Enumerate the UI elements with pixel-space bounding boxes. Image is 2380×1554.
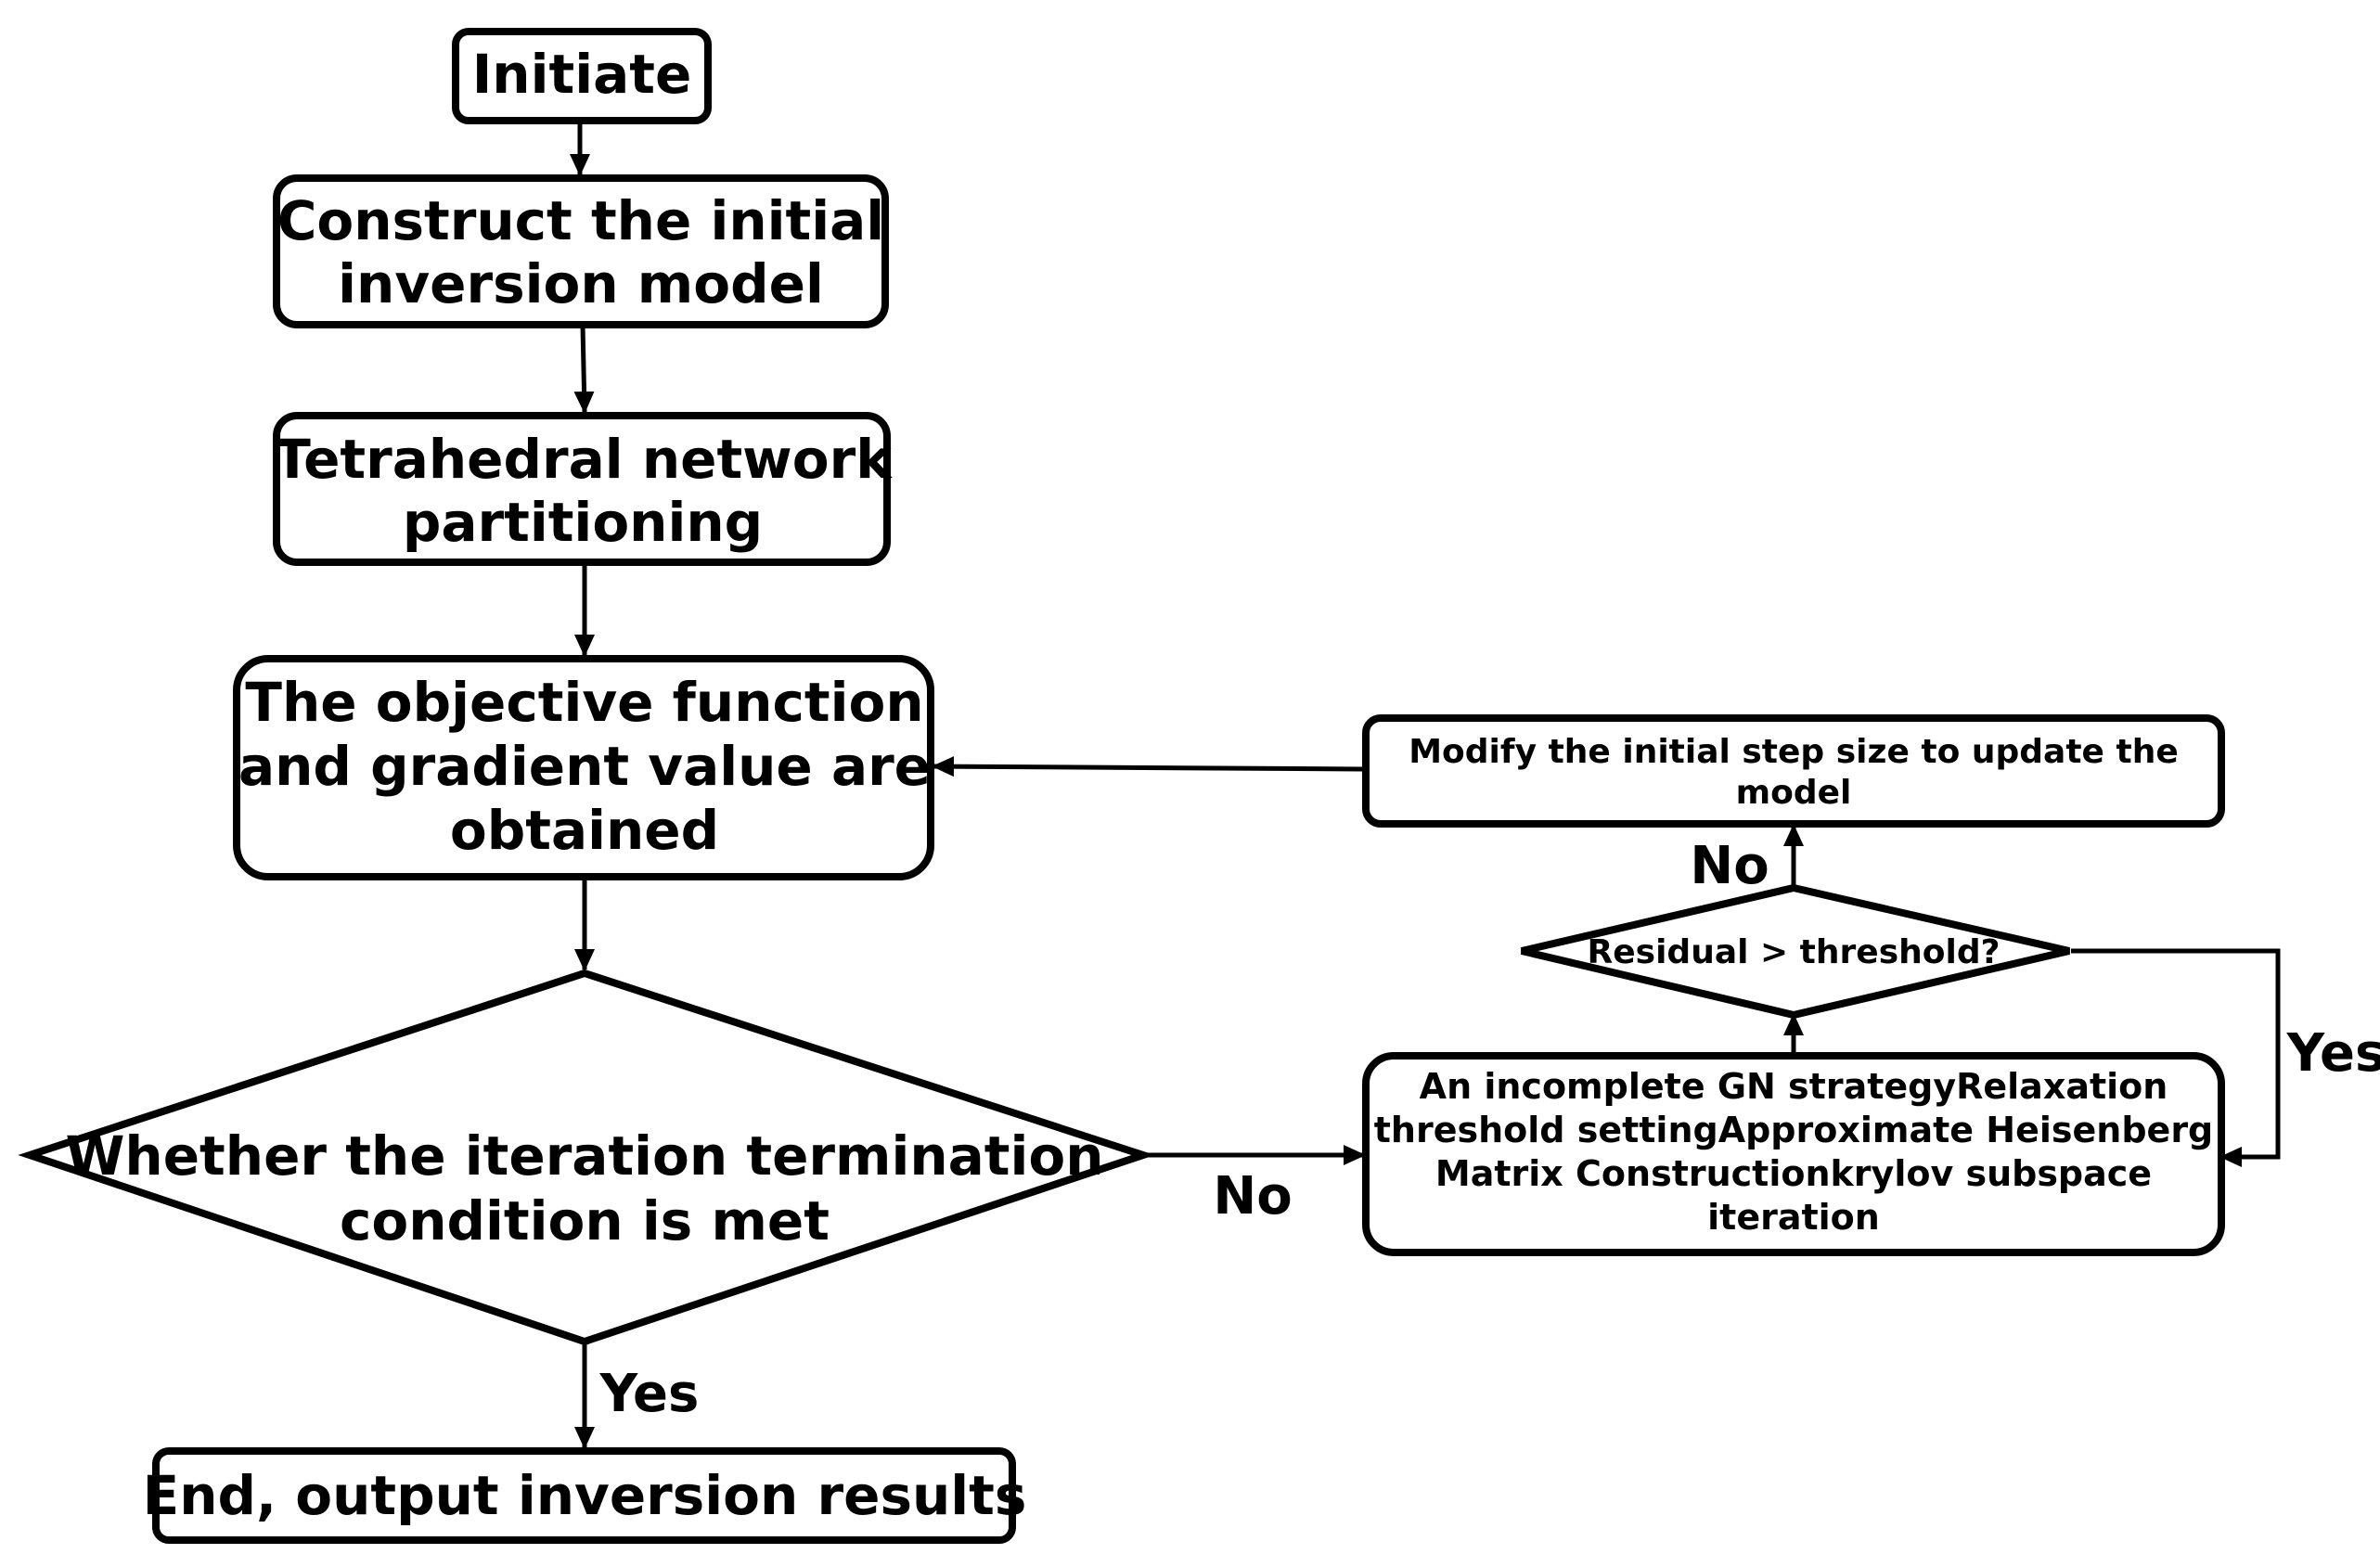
tetra-label-line-2: partitioning — [403, 491, 763, 554]
initiate-box — [452, 28, 712, 124]
objective-label-line-1: The objective function — [245, 671, 923, 734]
node-initiate: Initiate — [452, 28, 712, 124]
termination-label-line-2: condition is met — [340, 1189, 830, 1252]
construct-label-line-1: Construct the initial — [277, 189, 884, 252]
initiate-label: Initiate — [472, 43, 692, 106]
gn-label-line-1: An incomplete GN strategyRelaxation — [1420, 1066, 2168, 1107]
objective-label-line-2: and gradient value are — [238, 735, 931, 798]
node-termination: Whether the iteration termination condit… — [18, 969, 1155, 1346]
tetra-box — [273, 412, 891, 566]
objective-box — [233, 655, 934, 880]
termination-yes-label: Yes — [599, 1364, 700, 1424]
node-modify: Modify the initial step size to update t… — [1362, 714, 2225, 828]
gn-label-line-3: Matrix Constructionkrylov subspace — [1435, 1153, 2152, 1194]
termination-diamond — [18, 969, 1155, 1346]
node-end: End, output inversion results — [143, 1447, 1027, 1544]
arrow-construct-to-tetra — [573, 324, 595, 414]
node-residual: Residual > threshold? — [1521, 883, 2070, 1020]
tetra-label-line-1: Tetrahedral network — [274, 428, 893, 491]
residual-yes-label: Yes — [2286, 1023, 2380, 1084]
construct-box — [273, 174, 889, 328]
termination-label-line-1: Whether the iteration termination — [65, 1124, 1103, 1188]
end-box — [152, 1447, 1016, 1544]
node-objective: The objective function and gradient valu… — [233, 655, 934, 880]
node-tetra: Tetrahedral network partitioning — [273, 412, 893, 566]
end-label: End, output inversion results — [143, 1464, 1027, 1527]
node-construct: Construct the initial inversion model — [273, 174, 889, 328]
residual-diamond — [1521, 883, 2070, 1020]
modify-label-line-2: model — [1736, 774, 1852, 812]
gn-box — [1362, 1052, 2225, 1256]
termination-no-label: No — [1213, 1166, 1292, 1227]
construct-label-line-2: inversion model — [338, 252, 824, 315]
arrow-modify-to-objective — [932, 756, 1363, 777]
edge-labels: No Yes No Yes — [599, 836, 2380, 1424]
residual-label: Residual > threshold? — [1588, 933, 2000, 971]
objective-label-line-3: obtained — [450, 799, 719, 862]
connectors — [570, 121, 2281, 1449]
arrow-residual-yes-to-gn — [2071, 948, 2281, 1167]
residual-no-label: No — [1690, 836, 1769, 896]
modify-label-line-1: Modify the initial step size to update t… — [1409, 733, 2179, 771]
node-gn: An incomplete GN strategyRelaxation thre… — [1362, 1052, 2225, 1256]
gn-label-line-4: iteration — [1707, 1197, 1880, 1238]
gn-label-line-2: threshold settingApproximate Heisenberg — [1374, 1110, 2214, 1150]
modify-box — [1362, 714, 2225, 828]
